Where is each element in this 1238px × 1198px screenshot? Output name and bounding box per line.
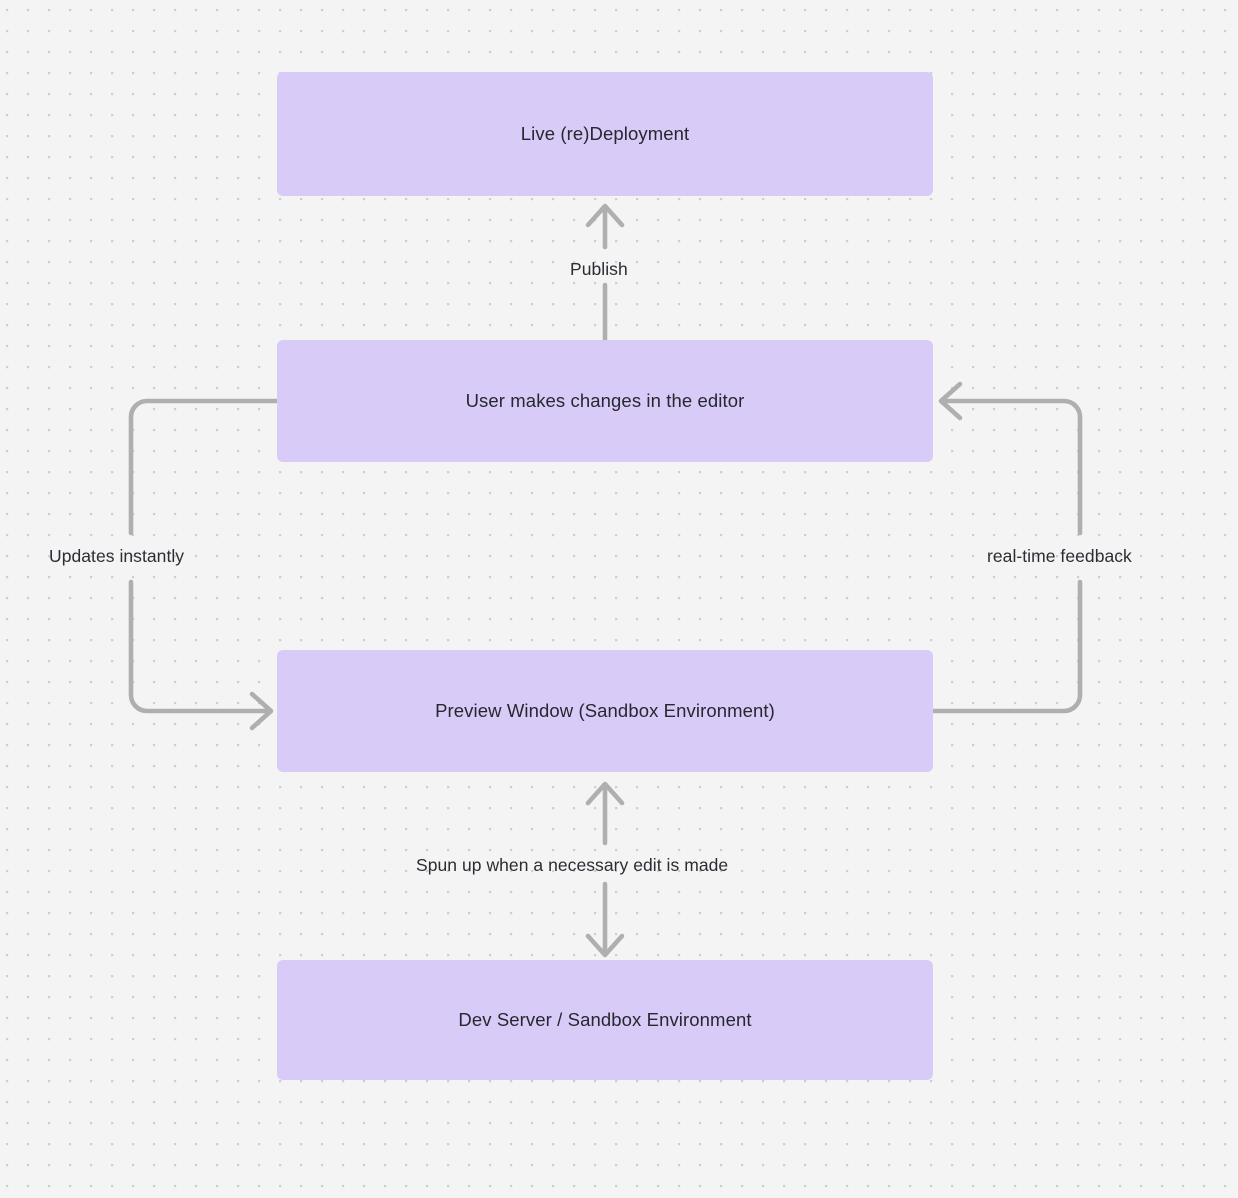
node-label: Live (re)Deployment <box>520 122 690 144</box>
node-user-makes-changes[interactable]: User makes changes in the editor <box>277 340 933 462</box>
node-label: User makes changes in the editor <box>465 389 745 411</box>
edge-label-publish: Publish <box>570 259 628 279</box>
node-preview-window[interactable]: Preview Window (Sandbox Environment) <box>277 650 933 772</box>
node-live-redeployment[interactable]: Live (re)Deployment <box>277 72 933 196</box>
edge-label-realtime-feedback: real-time feedback <box>987 546 1132 566</box>
edge-label-updates-instantly: Updates instantly <box>49 546 185 566</box>
edge-label-spun-up: Spun up when a necessary edit is made <box>416 855 729 875</box>
node-label: Preview Window (Sandbox Environment) <box>435 699 775 721</box>
node-label: Dev Server / Sandbox Environment <box>458 1008 752 1030</box>
node-dev-server[interactable]: Dev Server / Sandbox Environment <box>277 960 933 1080</box>
